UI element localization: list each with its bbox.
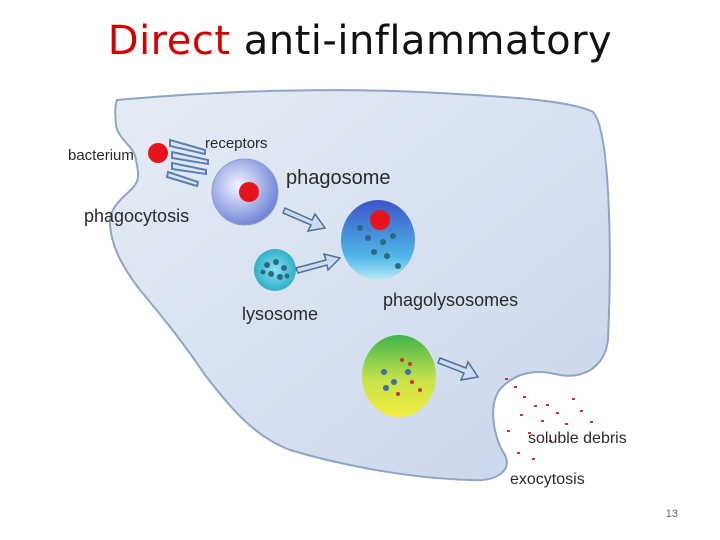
granule [264,262,270,268]
label-phagolysosomes: phagolysosomes [383,290,518,310]
granule [365,235,371,241]
receptor-1 [169,138,206,156]
debris-particle [556,412,559,414]
debris-particle [505,378,508,380]
debris-particle [572,398,575,400]
debris-particle [590,421,593,423]
debris-particle [541,420,544,422]
debris-fragment [400,358,404,362]
debris-particle [514,386,517,388]
receptor-3 [171,161,207,176]
granule [273,259,279,265]
granule [284,273,290,279]
debris-fragment [408,362,412,366]
granule [384,253,390,259]
phagolysosome-late [362,335,436,417]
phagolysosome-granules [357,225,401,269]
label-phagocytosis: phagocytosis [84,206,189,226]
arrow-lysosome-to-phagolysosome [294,252,342,274]
arrows [282,206,480,381]
debris-particle [532,458,535,460]
title-rest: anti-inflammatory [243,18,613,64]
phagolysosome-bacterium-icon [370,210,390,230]
debris-fragment [418,388,422,392]
granule [390,233,396,239]
granule [371,249,377,255]
debris-particle [565,423,568,425]
debris-particle [546,404,549,406]
granule [268,271,274,277]
arrow-to-phagolysosome [282,206,327,232]
granule [380,239,386,245]
soluble-debris-particles [505,378,593,460]
debris-particle [534,405,537,407]
granule [395,263,401,269]
granule [357,225,363,231]
debris-particle [528,432,531,434]
receptor-2 [171,150,209,166]
label-lysosome: lysosome [242,304,318,324]
granule [260,269,266,275]
phagosome-bacterium-icon [239,182,259,202]
granule [277,274,283,280]
granule [391,379,397,385]
label-phagosome: phagosome [286,167,391,189]
late-phagolysosome-contents [381,358,422,396]
bacterium-icon [148,143,168,163]
debris-fragment [396,392,400,396]
granule [281,265,287,271]
debris-particle [580,410,583,412]
granule [383,385,389,391]
receptors-group [165,138,209,188]
debris-fragment [410,380,414,384]
label-exocytosis: exocytosis [510,471,585,488]
debris-particle [520,414,523,416]
lysosome-vesicle [254,249,296,291]
phagolysosome-early [341,200,415,280]
label-bacterium: bacterium [68,147,134,164]
lysosome-granules [260,259,290,280]
slide-title: Direct anti-inflammatory [0,18,720,64]
debris-particle [523,396,526,398]
debris-particle [507,430,510,432]
label-soluble-debris: soluble debris [528,430,627,447]
granule [405,369,411,375]
receptor-4 [165,170,200,188]
debris-particle [549,440,552,442]
arrow-to-exocytosis [437,357,480,381]
label-receptors: receptors [205,135,268,152]
granule [381,369,387,375]
slide-number: 13 [665,508,678,520]
title-accent: Direct [107,18,231,64]
debris-particle [517,452,520,454]
